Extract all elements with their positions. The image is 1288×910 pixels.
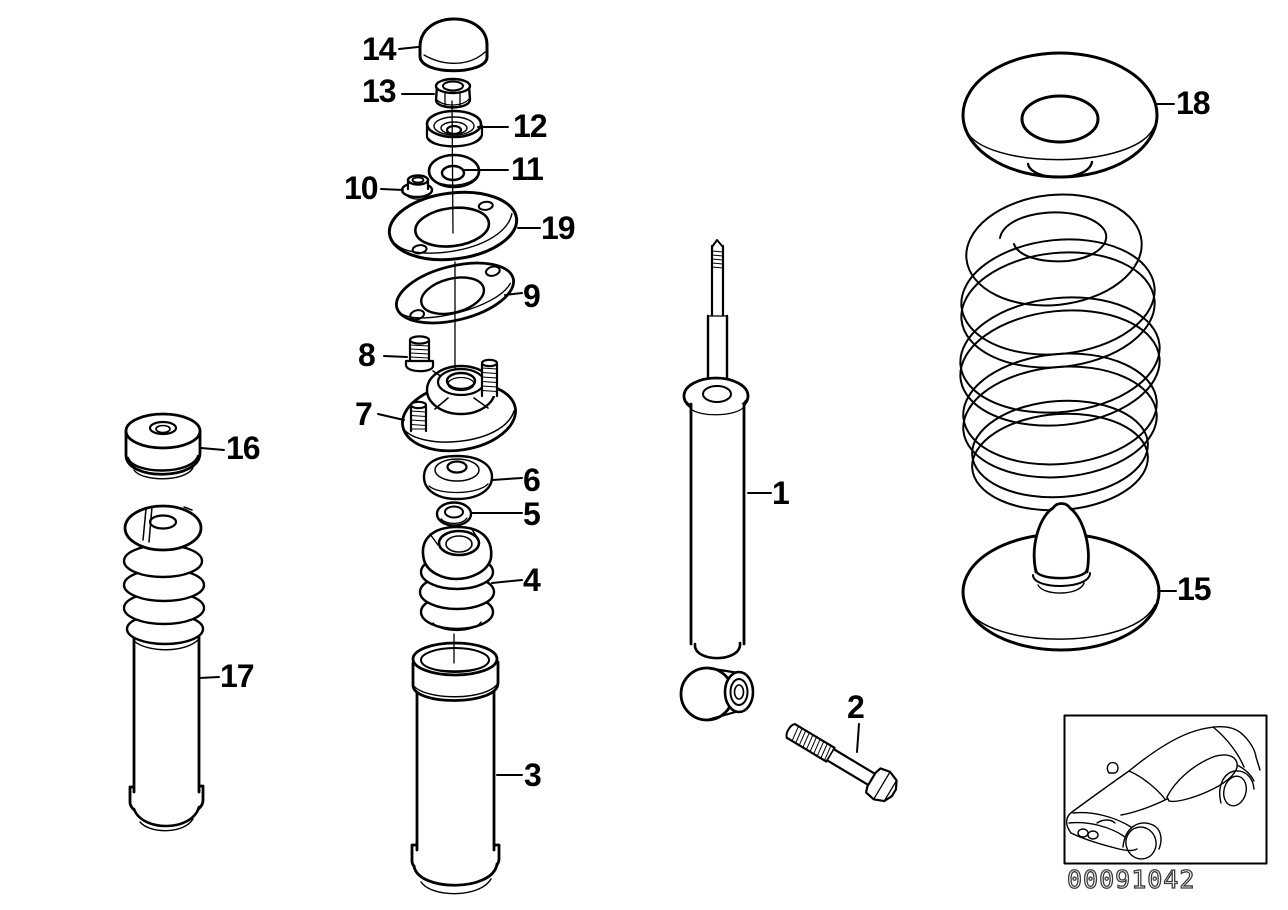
- part-16-buffer: [124, 412, 202, 480]
- callout-part-16[interactable]: 16: [226, 430, 261, 466]
- part-8-stud-bolt: [404, 335, 435, 373]
- part-5-ring: [435, 501, 473, 527]
- part-13-lock-nut: [434, 77, 472, 109]
- callout-part-9[interactable]: 9: [523, 278, 541, 314]
- diagram-code: 00091042: [1066, 865, 1196, 894]
- callout-part-14[interactable]: 14: [362, 31, 397, 67]
- part-3-protective-tube: [410, 641, 501, 895]
- callout-part-10[interactable]: 10: [344, 170, 379, 206]
- part-7-guide-support-mount: [401, 358, 517, 453]
- callout-part-3[interactable]: 3: [524, 757, 542, 793]
- callout-part-18[interactable]: 18: [1176, 85, 1211, 121]
- callout-part-8[interactable]: 8: [358, 337, 376, 373]
- callout-part-5[interactable]: 5: [523, 496, 541, 532]
- part-4-auxiliary-damper: [418, 525, 496, 632]
- part-15-lower-spring-pad: [961, 502, 1161, 652]
- part-2-hex-bolt: [785, 723, 898, 803]
- callout-part-19[interactable]: 19: [541, 210, 576, 246]
- callout-part-15[interactable]: 15: [1177, 571, 1212, 607]
- car-outline-icon: [1065, 726, 1261, 860]
- leader-lines: [198, 46, 1177, 776]
- part-14-cap: [418, 17, 489, 73]
- callout-part-2[interactable]: 2: [847, 689, 865, 725]
- callout-part-7[interactable]: 7: [355, 396, 373, 432]
- callout-part-11[interactable]: 11: [511, 151, 544, 187]
- part-12-support-bearing: [425, 109, 484, 148]
- callout-part-6[interactable]: 6: [523, 462, 541, 498]
- axis-centerlines: [451, 100, 456, 664]
- callout-part-17[interactable]: 17: [220, 658, 255, 694]
- part-18-upper-spring-pad: [961, 51, 1159, 179]
- callout-part-12[interactable]: 12: [513, 108, 548, 144]
- callout-part-4[interactable]: 4: [523, 562, 541, 598]
- part-1-shock-absorber: [679, 239, 755, 722]
- callout-part-1[interactable]: 1: [772, 475, 790, 511]
- part-10-flange-nut: [400, 174, 434, 200]
- part-17-auxiliary-damper-with-tube: [122, 504, 206, 832]
- part-6-spring-washer: [422, 454, 494, 501]
- car-thumbnail: [1063, 714, 1268, 865]
- callout-part-13[interactable]: 13: [362, 73, 397, 109]
- coil-spring: [959, 193, 1161, 512]
